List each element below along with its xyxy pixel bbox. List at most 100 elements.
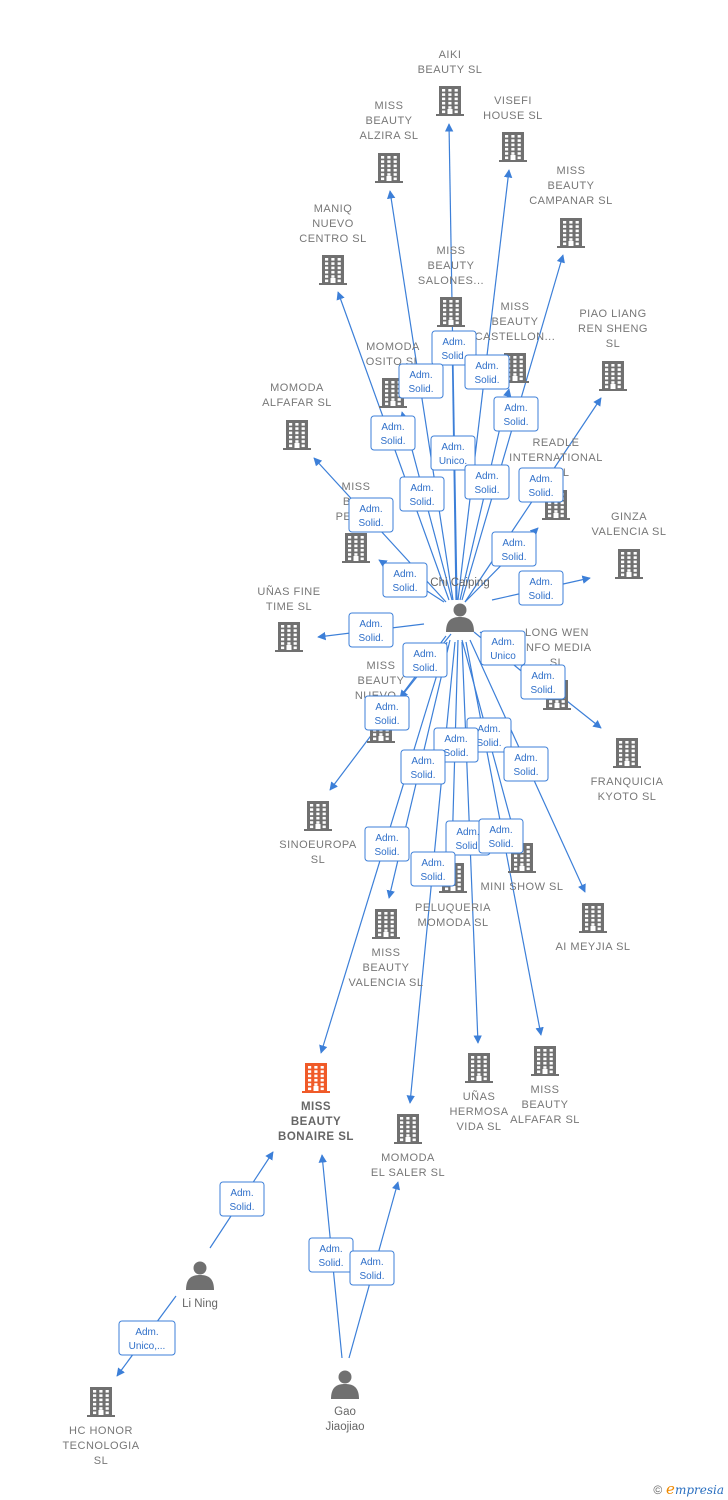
edge-label-chi-salones[interactable]: Adm.Unico. <box>430 435 476 471</box>
edge-label-chi-unasfine[interactable]: Adm.Solid. <box>348 612 394 648</box>
edge-label-chi-alfafar_miss[interactable]: Adm.Solid. <box>478 818 524 854</box>
building-icon[interactable] <box>437 297 465 327</box>
edge-label-text: Solid. <box>359 1271 384 1282</box>
person-node-chi[interactable]: Chi Caiping <box>430 577 490 633</box>
edge-label-lining-bonaire[interactable]: Adm.Solid. <box>219 1181 265 1217</box>
building-icon[interactable] <box>579 903 607 933</box>
company-label: BEAUTY <box>521 1099 568 1111</box>
edge-label-chi-alfafar_momoda[interactable]: Adm.Solid. <box>348 497 394 533</box>
building-icon[interactable] <box>613 738 641 768</box>
building-icon[interactable] <box>375 153 403 183</box>
company-label: MISS <box>501 301 530 313</box>
edge-label-text: Adm. <box>230 1188 253 1199</box>
edge-label-chi-longwen[interactable]: Adm.Unico <box>480 630 526 666</box>
building-icon[interactable] <box>436 86 464 116</box>
edge-label-chi-meyjia[interactable]: Adm.Solid. <box>503 746 549 782</box>
edge-label-gao-saler[interactable]: Adm.Solid. <box>349 1250 395 1286</box>
person-icon[interactable] <box>186 1261 214 1291</box>
edge-label-lining-hchonor[interactable]: Adm.Unico,... <box>118 1320 176 1356</box>
edge-label-chi-saler[interactable]: Adm.Solid. <box>410 851 456 887</box>
edge-label-text: Adm. <box>529 577 552 588</box>
edge-label-chi-readle[interactable]: Adm.Solid. <box>491 531 537 567</box>
edge-label-chi-bonaire[interactable]: Adm.Solid. <box>364 826 410 862</box>
building-icon[interactable] <box>283 420 311 450</box>
company-label: HERMOSA <box>449 1106 508 1118</box>
company-label: MANIQ <box>314 203 353 215</box>
company-label: EL SALER SL <box>371 1167 445 1179</box>
edge-label-chi-pela[interactable]: Adm.Solid. <box>382 562 428 598</box>
person-icon[interactable] <box>331 1370 359 1400</box>
building-icon[interactable] <box>615 549 643 579</box>
edge-label-text: Solid. <box>503 417 528 428</box>
edge-label-chi-alzira[interactable]: Adm.Solid. <box>398 363 444 399</box>
edge-label-text: Solid. <box>441 351 466 362</box>
edge-label-box <box>493 396 539 432</box>
edge-label-box <box>518 467 564 503</box>
edge-label-chi-campanar[interactable]: Adm.Solid. <box>493 396 539 432</box>
edge-label-text: Solid. <box>476 738 501 749</box>
building-icon[interactable] <box>372 909 400 939</box>
edge-label-text: Solid. <box>318 1258 343 1269</box>
building-icon[interactable] <box>304 801 332 831</box>
building-icon[interactable] <box>499 132 527 162</box>
building-icon[interactable] <box>342 533 370 563</box>
building-icon[interactable] <box>87 1387 115 1417</box>
company-node-meyjia[interactable]: AI MEYJIA SL <box>555 903 630 953</box>
building-icon[interactable] <box>319 255 347 285</box>
edge-label-chi-valencia[interactable]: Adm.Solid. <box>400 749 446 785</box>
edge-label-chi-ginza[interactable]: Adm.Solid. <box>518 570 564 606</box>
edge-label-chi-castellon[interactable]: Adm.Solid. <box>464 464 510 500</box>
edge-label-chi-osito[interactable]: Adm.Solid. <box>399 476 445 512</box>
company-node-salones[interactable]: MISSBEAUTYSALONES... <box>418 245 484 327</box>
company-label: AI MEYJIA SL <box>555 941 630 953</box>
person-label: Gao <box>334 1406 356 1418</box>
edge-label-chi-kyoto[interactable]: Adm.Solid. <box>520 664 566 700</box>
company-label: BEAUTY <box>362 962 409 974</box>
edge-label-chi-visefi[interactable]: Adm.Solid. <box>464 354 510 390</box>
building-icon[interactable] <box>302 1063 330 1093</box>
edge-label-chi-nuevo[interactable]: Adm.Solid. <box>402 642 448 678</box>
edge-label-text: Unico,... <box>129 1341 166 1352</box>
edge-label-box <box>399 476 445 512</box>
company-label: GINZA <box>611 511 647 523</box>
company-node-castellon[interactable]: MISSBEAUTYCASTELLON... <box>475 301 556 383</box>
edge-label-chi-piao[interactable]: Adm.Solid. <box>518 467 564 503</box>
building-icon[interactable] <box>531 1046 559 1076</box>
building-icon[interactable] <box>275 622 303 652</box>
person-node-lining[interactable]: Li Ning <box>182 1261 218 1311</box>
building-icon[interactable] <box>599 361 627 391</box>
edge-label-chi-maniq[interactable]: Adm.Solid. <box>370 415 416 451</box>
person-icon[interactable] <box>446 603 474 633</box>
company-label: ALFAFAR SL <box>262 397 332 409</box>
edge-label-text: Adm. <box>410 483 433 494</box>
building-icon[interactable] <box>394 1114 422 1144</box>
edge-label-box <box>348 497 394 533</box>
edge-label-chi-sinoeuropa[interactable]: Adm.Solid. <box>364 695 410 731</box>
company-label: SINOEUROPA <box>279 839 357 851</box>
edge-label-chi-minishow[interactable]: Adm.Solid. <box>466 717 512 753</box>
building-icon[interactable] <box>557 218 585 248</box>
edge-label-text: Solid. <box>455 841 480 852</box>
edge-label-text: Solid. <box>443 748 468 759</box>
edge-label-gao-bonaire[interactable]: Adm.Solid. <box>308 1237 354 1273</box>
building-icon[interactable] <box>465 1053 493 1083</box>
